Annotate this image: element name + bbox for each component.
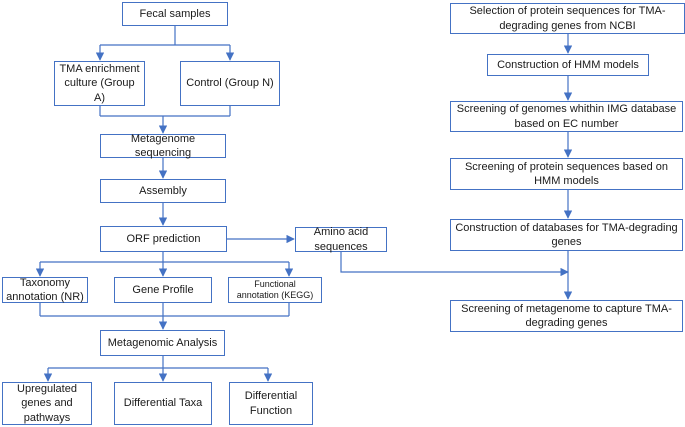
node-differential-taxa-label: Differential Taxa: [123, 397, 203, 410]
node-tma-enrichment: TMA enrichment culture (Group A): [54, 61, 145, 106]
node-differential-taxa: Differential Taxa: [114, 382, 212, 425]
node-upregulated-genes: Upregulated genes and pathways: [2, 382, 92, 425]
node-fecal-samples: Fecal samples: [122, 2, 228, 26]
node-taxonomy-annotation-label: Taxonomy annotation (NR): [6, 276, 84, 303]
node-differential-function-label: Differential Function: [244, 390, 298, 417]
node-screening-genomes: Screening of genomes whithin IMG databas…: [450, 101, 683, 132]
node-functional-annotation: Functional annotation (KEGG): [228, 277, 322, 303]
node-functional-annotation-label: Functional annotation (KEGG): [236, 278, 314, 300]
node-metagenomic-analysis-label: Metagenomic Analysis: [107, 336, 218, 349]
node-assembly: Assembly: [100, 179, 226, 203]
node-selection-protein-label: Selection of protein sequences for TMA-d…: [469, 5, 666, 32]
node-screening-protein: Screening of protein sequences based on …: [450, 158, 683, 190]
node-orf-prediction: ORF prediction: [100, 226, 227, 252]
node-fecal-samples-label: Fecal samples: [139, 7, 211, 20]
node-metagenome-sequencing: Metagenome sequencing: [100, 132, 226, 159]
node-metagenome-sequencing-label: Metagenome sequencing: [130, 132, 196, 159]
node-differential-function: Differential Function: [229, 382, 313, 425]
node-gene-profile-label: Gene Profile: [132, 283, 194, 296]
node-orf-prediction-label: ORF prediction: [126, 232, 201, 245]
node-tma-enrichment-label: TMA enrichment culture (Group A): [59, 63, 140, 104]
node-metagenomic-analysis: Metagenomic Analysis: [100, 330, 225, 356]
node-assembly-label: Assembly: [139, 184, 187, 197]
node-gene-profile: Gene Profile: [114, 277, 212, 303]
node-selection-protein: Selection of protein sequences for TMA-d…: [450, 3, 685, 34]
node-screening-metagenome: Screening of metagenome to capture TMA-d…: [450, 300, 683, 332]
node-construction-databases: Construction of databases for TMA-degrad…: [450, 219, 683, 251]
node-taxonomy-annotation: Taxonomy annotation (NR): [2, 277, 88, 303]
node-screening-genomes-label: Screening of genomes whithin IMG databas…: [456, 103, 677, 130]
node-amino-acid-sequences: Amino acid sequences: [295, 226, 387, 253]
node-screening-protein-label: Screening of protein sequences based on …: [464, 160, 669, 187]
node-control-label: Control (Group N): [186, 77, 274, 90]
node-screening-metagenome-label: Screening of metagenome to capture TMA-d…: [461, 302, 672, 329]
node-amino-acid-sequences-label: Amino acid sequences: [313, 226, 369, 253]
node-construction-hmm-label: Construction of HMM models: [497, 58, 639, 71]
node-control: Control (Group N): [180, 61, 280, 106]
node-construction-databases-label: Construction of databases for TMA-degrad…: [455, 221, 678, 248]
arrow-amino-to-screening-metagenome: [340, 252, 569, 277]
node-construction-hmm: Construction of HMM models: [487, 54, 649, 76]
node-upregulated-genes-label: Upregulated genes and pathways: [17, 383, 77, 424]
